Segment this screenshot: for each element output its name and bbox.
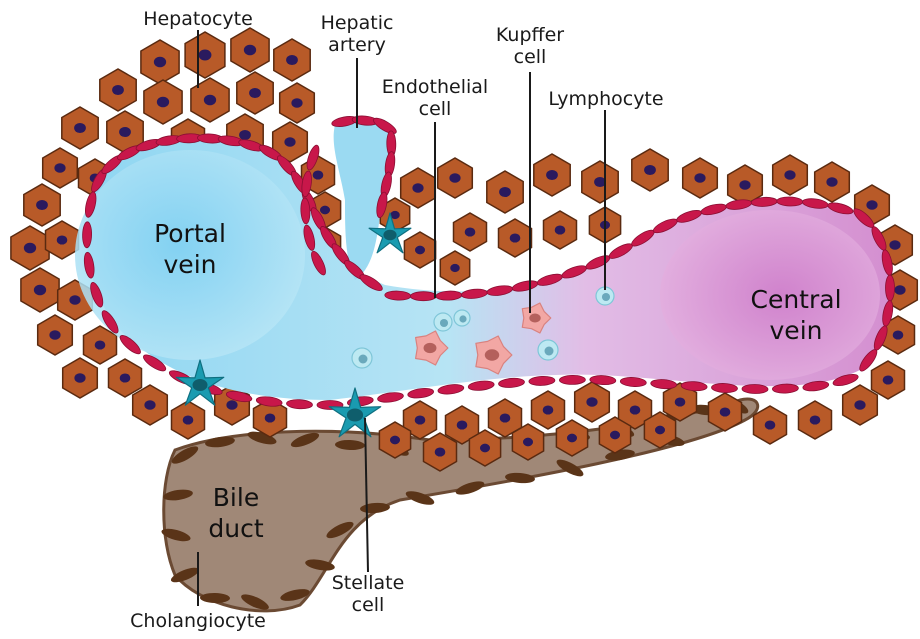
stellate-nucleus: [347, 409, 363, 422]
endothelial-cell: [529, 376, 555, 386]
hepatic-artery-label: Hepatic artery: [305, 12, 409, 56]
hepatocyte-nucleus: [291, 98, 302, 108]
kupffer-nucleus: [485, 349, 499, 360]
cholangiocyte-label: Cholangiocyte: [110, 610, 286, 632]
endothelial-cell: [620, 377, 647, 388]
hepatocyte-nucleus: [286, 55, 298, 65]
hepatocyte-nucleus: [567, 434, 577, 443]
hepatocyte-nucleus: [112, 85, 124, 95]
kupffer-nucleus: [424, 343, 437, 353]
hepatocyte-nucleus: [739, 180, 750, 190]
hepatocyte-nucleus: [883, 375, 894, 384]
hepatocyte-nucleus: [320, 206, 330, 215]
hepatocyte-nucleus: [36, 200, 48, 210]
lymphocyte-nucleus: [440, 319, 448, 327]
hepatocyte-nucleus: [457, 420, 468, 429]
endothelial-cell: [286, 399, 312, 409]
endothelial-cell: [885, 275, 894, 301]
hepatocyte-nucleus: [586, 397, 597, 407]
hepatocyte-nucleus: [120, 373, 131, 382]
hepatocyte-nucleus: [765, 420, 776, 429]
hepatocyte-nucleus: [555, 225, 566, 234]
hepatocyte-nucleus: [499, 187, 511, 197]
hepatocyte-nucleus: [675, 397, 686, 406]
hepatocyte-nucleus: [144, 400, 155, 410]
hepatocyte-nucleus: [610, 431, 620, 440]
hepatocyte-nucleus: [435, 447, 446, 456]
hepatocyte-nucleus: [500, 413, 511, 422]
endothelial-cell: [468, 380, 495, 392]
hepatocyte-nucleus: [694, 173, 705, 183]
hepatocyte-nucleus: [24, 243, 36, 254]
bile-duct-label: Bile duct: [184, 482, 288, 544]
hepatocyte-nucleus: [893, 330, 904, 339]
hepatocyte-nucleus: [543, 405, 554, 414]
hepatocyte-nucleus: [465, 227, 476, 236]
hepatocyte-nucleus: [854, 400, 865, 410]
hepatocyte-nucleus: [655, 426, 665, 435]
endothelial-cell-label: Endothelial cell: [368, 76, 502, 120]
hepatocyte-nucleus: [449, 173, 460, 183]
hepatocyte-nucleus: [244, 45, 256, 56]
hepatocyte-nucleus: [390, 436, 400, 445]
hepatocyte-nucleus: [784, 170, 795, 180]
hepatocyte-nucleus: [199, 49, 212, 60]
portal-vein-label: Portal vein: [128, 218, 252, 280]
hepatocyte-nucleus: [57, 235, 68, 244]
hepatocyte-nucleus: [34, 285, 46, 296]
hepatocyte-nucleus: [157, 97, 169, 108]
hepatocyte-nucleus: [284, 137, 295, 147]
stellate-nucleus: [383, 230, 396, 241]
endothelial-cell: [742, 384, 768, 393]
hepatocyte-label: Hepatocyte: [130, 8, 266, 30]
hepatocyte-nucleus: [826, 177, 837, 187]
hepatocyte-nucleus: [523, 438, 533, 447]
hepatocyte-nucleus: [720, 407, 731, 416]
hepatocyte-nucleus: [510, 233, 521, 242]
hepatocyte-nucleus: [313, 170, 324, 179]
hepatocyte-nucleus: [866, 200, 877, 210]
hepatocyte-nucleus: [265, 413, 276, 422]
hepatocyte-nucleus: [154, 57, 166, 68]
kupffer-cell-label: Kupffer cell: [478, 24, 582, 68]
endothelial-cell: [498, 377, 525, 388]
hepatocyte-nucleus: [546, 170, 558, 180]
hepatocyte-nucleus: [415, 415, 426, 424]
hepatocyte-nucleus: [183, 415, 194, 424]
hepatocyte-nucleus: [74, 123, 86, 133]
stellate-nucleus: [193, 379, 208, 391]
hepatocyte-nucleus: [412, 183, 423, 193]
hepatocyte-nucleus: [249, 88, 261, 98]
lymphocyte-nucleus: [459, 315, 466, 322]
hepatocyte-nucleus: [226, 400, 237, 410]
hepatocyte-nucleus: [49, 330, 60, 340]
lymphocyte-nucleus: [359, 355, 368, 364]
hepatocyte-nucleus: [644, 165, 656, 175]
hepatocyte-nucleus: [69, 295, 80, 305]
endothelial-cell: [82, 222, 92, 248]
kupffer-nucleus: [529, 314, 540, 323]
endothelial-cell: [559, 375, 585, 384]
hepatocyte-nucleus: [204, 95, 216, 106]
endothelial-cell: [410, 292, 436, 301]
hepatocyte-nucleus: [239, 130, 251, 140]
central-vein-label: Central vein: [734, 284, 858, 346]
hepatocyte-nucleus: [894, 285, 905, 295]
lymphocyte-nucleus: [602, 293, 610, 301]
hepatocyte-nucleus: [119, 127, 131, 137]
hepatocyte-nucleus: [450, 264, 460, 272]
hepatocyte-nucleus: [54, 163, 65, 173]
hepatocyte-nucleus: [415, 246, 425, 255]
lymphocyte-label: Lymphocyte: [536, 88, 676, 110]
hepatocyte-nucleus: [480, 444, 490, 453]
hepatocyte-nucleus: [74, 373, 85, 383]
lymphocyte-nucleus: [545, 347, 554, 356]
hepatocyte-nucleus: [630, 405, 641, 414]
hepatocyte-nucleus: [810, 415, 821, 424]
stellate-cell-label: Stellate cell: [316, 572, 420, 616]
hepatocyte-nucleus: [95, 340, 106, 349]
hepatocyte-nucleus: [889, 240, 900, 250]
